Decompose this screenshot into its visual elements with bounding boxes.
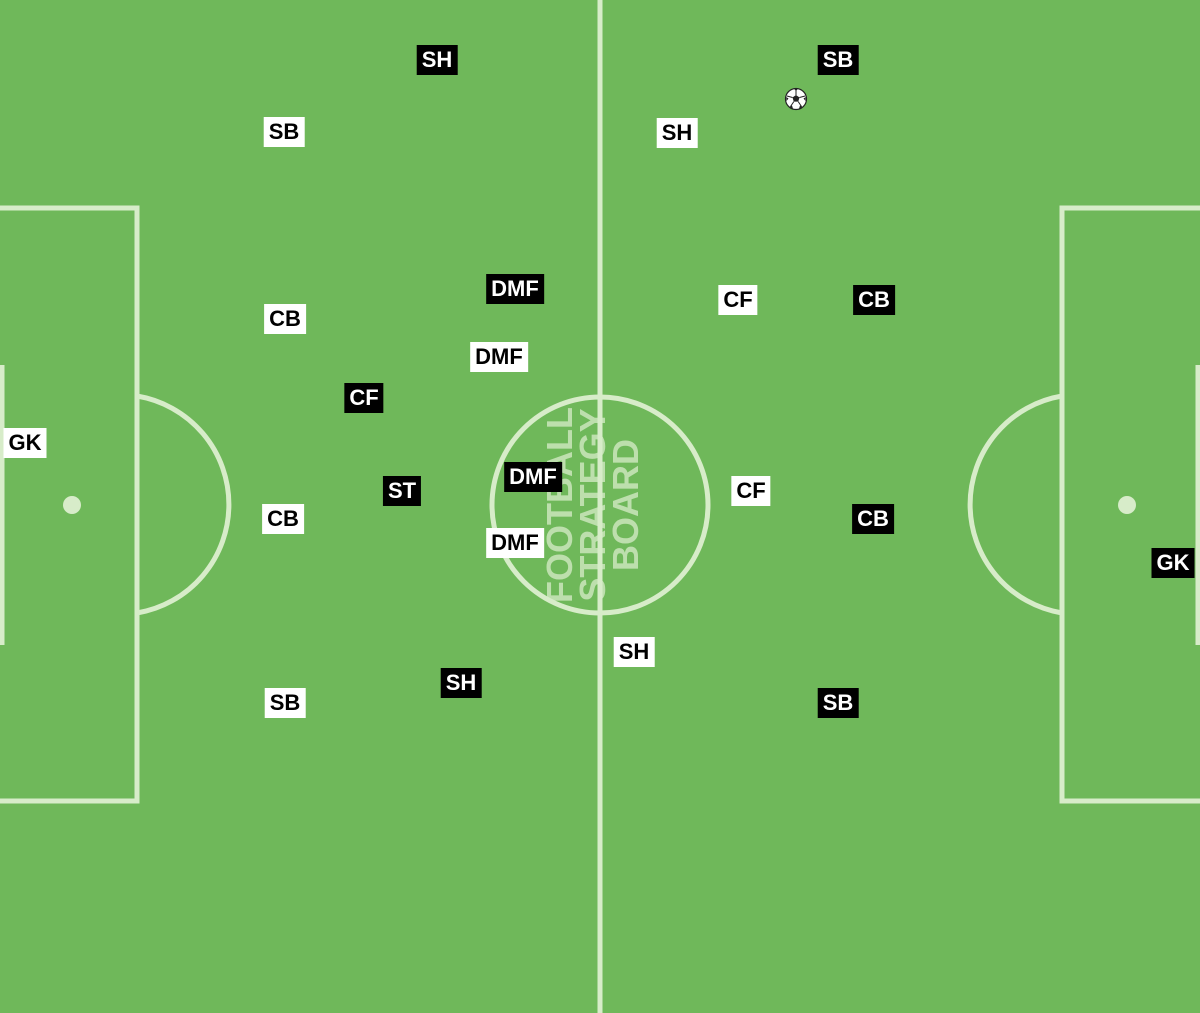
right-penalty-arc bbox=[967, 393, 1063, 616]
player-token-black-19[interactable]: CB bbox=[853, 285, 895, 315]
watermark-line-1: FOOTBALL bbox=[539, 407, 580, 603]
player-token-black-15[interactable]: ST bbox=[382, 476, 422, 506]
player-token-black-12[interactable]: SH bbox=[416, 45, 458, 75]
left-penalty-area bbox=[0, 205, 140, 804]
player-token-black-22[interactable]: GK bbox=[1151, 548, 1195, 578]
player-token-black-13[interactable]: DMF bbox=[486, 274, 544, 304]
player-token-white-5[interactable]: SB bbox=[264, 688, 306, 718]
player-token-white-2[interactable]: SB bbox=[263, 117, 305, 147]
player-token-black-17[interactable]: SH bbox=[440, 668, 482, 698]
player-token-white-1[interactable]: GK bbox=[3, 428, 47, 458]
player-token-black-21[interactable]: SB bbox=[817, 688, 859, 718]
player-token-white-10[interactable]: CF bbox=[731, 476, 771, 506]
watermark-line-3: BOARD bbox=[605, 439, 646, 571]
player-token-white-9[interactable]: CF bbox=[718, 285, 758, 315]
left-penalty-arc bbox=[136, 393, 232, 616]
player-token-white-3[interactable]: CB bbox=[264, 304, 306, 334]
player-token-white-6[interactable]: DMF bbox=[470, 342, 528, 372]
soccer-ball-icon[interactable] bbox=[784, 87, 808, 111]
player-token-black-14[interactable]: CF bbox=[344, 383, 384, 413]
player-token-white-7[interactable]: DMF bbox=[486, 528, 544, 558]
left-penalty-spot bbox=[63, 496, 81, 514]
right-penalty-area bbox=[1059, 205, 1200, 804]
player-token-black-20[interactable]: CB bbox=[852, 504, 894, 534]
watermark-logo: FOOTBALL STRATEGY BOARD bbox=[539, 407, 646, 603]
player-token-white-4[interactable]: CB bbox=[262, 504, 304, 534]
right-penalty-spot bbox=[1118, 496, 1136, 514]
watermark-line-2: STRATEGY bbox=[572, 408, 613, 601]
player-token-white-11[interactable]: SH bbox=[613, 637, 655, 667]
player-token-white-8[interactable]: SH bbox=[656, 118, 698, 148]
player-token-black-18[interactable]: SB bbox=[817, 45, 859, 75]
center-circle bbox=[489, 394, 711, 616]
player-token-black-16[interactable]: DMF bbox=[504, 462, 562, 492]
